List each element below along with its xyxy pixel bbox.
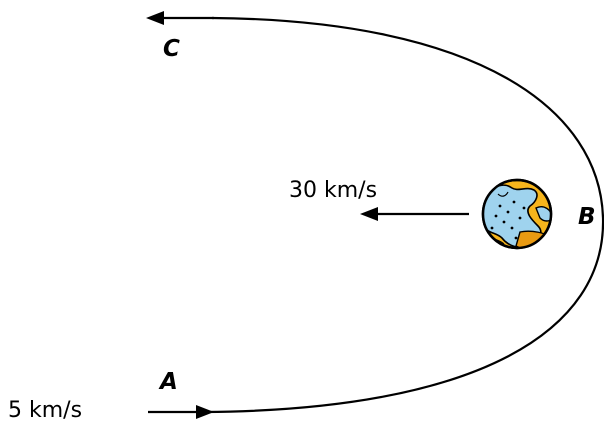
speed-label-a: 5 km/s [8, 398, 82, 423]
orbit-path [204, 16, 604, 414]
earth-globe-icon [481, 178, 553, 250]
point-label-b: B [578, 204, 596, 230]
velocity-arrow-c [146, 11, 214, 25]
velocity-arrow-b [360, 207, 469, 221]
velocity-arrow-a [148, 405, 214, 419]
point-label-a: A [158, 369, 178, 395]
speed-label-b: 30 km/s [289, 178, 377, 203]
point-label-c: C [163, 36, 180, 62]
